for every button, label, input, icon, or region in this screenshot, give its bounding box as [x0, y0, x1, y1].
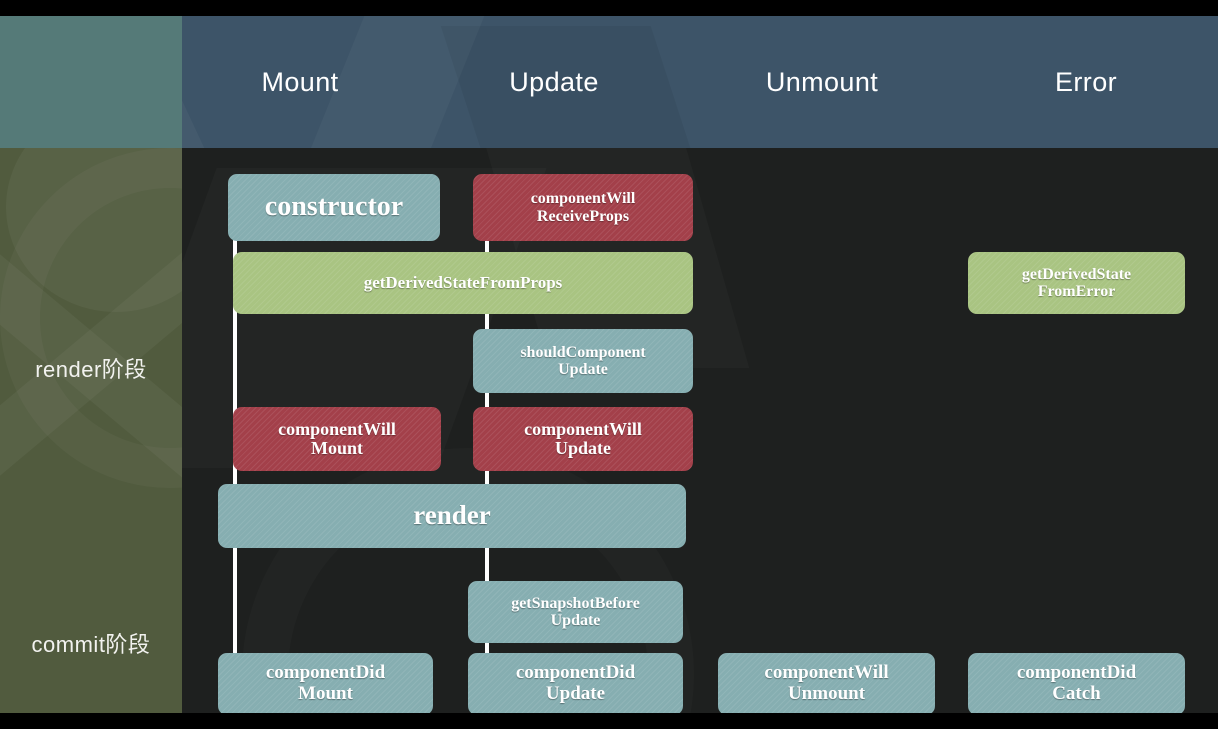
lifecycle-box-render[interactable]: render: [218, 484, 686, 548]
lifecycle-box-constructor[interactable]: constructor: [228, 174, 440, 241]
column-header-mount: Mount: [261, 66, 339, 97]
lifecycle-box-label: constructor: [264, 191, 404, 223]
phase-label-render: render阶段: [35, 357, 147, 382]
column-header-unmount: Unmount: [765, 66, 879, 97]
column-header-band: Mount Update Unmount Error: [0, 16, 1218, 206]
lifecycle-box-get-derived-state-from-props[interactable]: getDerivedStateFromProps: [233, 252, 693, 314]
column-header-update: Update: [509, 66, 599, 97]
lifecycle-box-label: render: [413, 500, 491, 531]
column-header-error: Error: [1055, 66, 1117, 97]
phase-label-commit: commit阶段: [31, 632, 151, 657]
slide-canvas: Mount Update Unmount Error render阶段 commit阶段…: [0, 16, 1218, 713]
header-corner-block: [0, 16, 182, 148]
phase-sidebar: render阶段 commit阶段: [0, 148, 182, 713]
lifecycle-box-label: getDerivedStateFromProps: [363, 272, 563, 292]
